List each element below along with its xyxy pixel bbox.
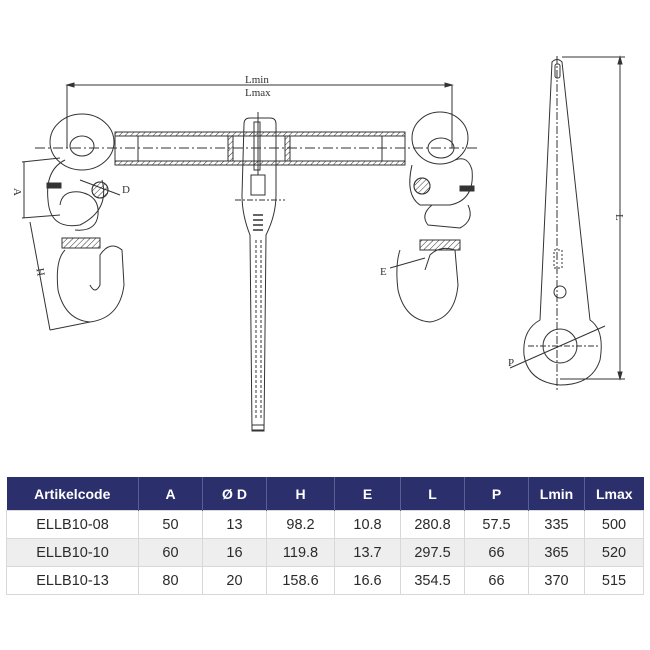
- table-row: ELLB10-08 50 13 98.2 10.8 280.8 57.5 335…: [6, 510, 644, 539]
- d-label: D: [122, 184, 130, 196]
- lmax-label: Lmax: [245, 87, 271, 99]
- cell-d: 16: [202, 538, 267, 567]
- cell-lmin: 370: [528, 566, 585, 595]
- cell-artikelcode: ELLB10-08: [6, 510, 139, 539]
- cell-p: 57.5: [464, 510, 529, 539]
- cell-d: 20: [202, 566, 267, 595]
- e-label: E: [380, 266, 387, 278]
- cell-artikelcode: ELLB10-13: [6, 566, 139, 595]
- h-label: H: [33, 267, 46, 277]
- cell-e: 10.8: [334, 510, 401, 539]
- table-row: ELLB10-10 60 16 119.8 13.7 297.5 66 365 …: [6, 538, 644, 567]
- cell-artikelcode: ELLB10-10: [6, 538, 139, 567]
- col-artikelcode: Artikelcode: [6, 477, 139, 511]
- cell-lmin: 335: [528, 510, 585, 539]
- dimension-h: [29, 221, 91, 331]
- col-a: A: [138, 477, 203, 511]
- col-d: Ø D: [202, 477, 267, 511]
- cell-h: 158.6: [266, 566, 335, 595]
- cell-lmax: 515: [584, 566, 644, 595]
- cell-a: 60: [138, 538, 203, 567]
- cell-lmin: 365: [528, 538, 585, 567]
- dimension-a: [21, 157, 61, 219]
- p-label: P: [508, 357, 514, 369]
- cell-lmax: 520: [584, 538, 644, 567]
- cell-h: 119.8: [266, 538, 335, 567]
- cell-l: 297.5: [400, 538, 465, 567]
- cell-e: 13.7: [334, 538, 401, 567]
- col-e: E: [334, 477, 401, 511]
- cell-l: 280.8: [400, 510, 465, 539]
- col-h: H: [266, 477, 335, 511]
- cell-a: 80: [138, 566, 203, 595]
- a-label: A: [11, 188, 23, 196]
- table-header: Artikelcode A Ø D H E L P Lmin Lmax: [6, 477, 644, 511]
- cell-p: 66: [464, 538, 529, 567]
- col-lmin: Lmin: [528, 477, 585, 511]
- handle-side-view: [509, 55, 625, 390]
- right-hook-assembly: [396, 111, 475, 323]
- cell-l: 354.5: [400, 566, 465, 595]
- table-row: ELLB10-13 80 20 158.6 16.6 354.5 66 370 …: [6, 566, 644, 595]
- length-dimension: [65, 82, 454, 148]
- col-lmax: Lmax: [584, 477, 644, 511]
- cell-d: 13: [202, 510, 267, 539]
- ratchet-handle: [235, 112, 285, 432]
- left-hook-assembly: [46, 113, 125, 323]
- col-l: L: [400, 477, 465, 511]
- cell-p: 66: [464, 566, 529, 595]
- cell-a: 50: [138, 510, 203, 539]
- cell-lmax: 500: [584, 510, 644, 539]
- l-label: L: [613, 214, 625, 221]
- lmin-label: Lmin: [245, 74, 269, 86]
- spec-table: Artikelcode A Ø D H E L P Lmin Lmax ELLB…: [6, 477, 644, 595]
- cell-h: 98.2: [266, 510, 335, 539]
- col-p: P: [464, 477, 529, 511]
- cell-e: 16.6: [334, 566, 401, 595]
- technical-drawing: Lmin Lmax A D H E L P: [11, 55, 625, 432]
